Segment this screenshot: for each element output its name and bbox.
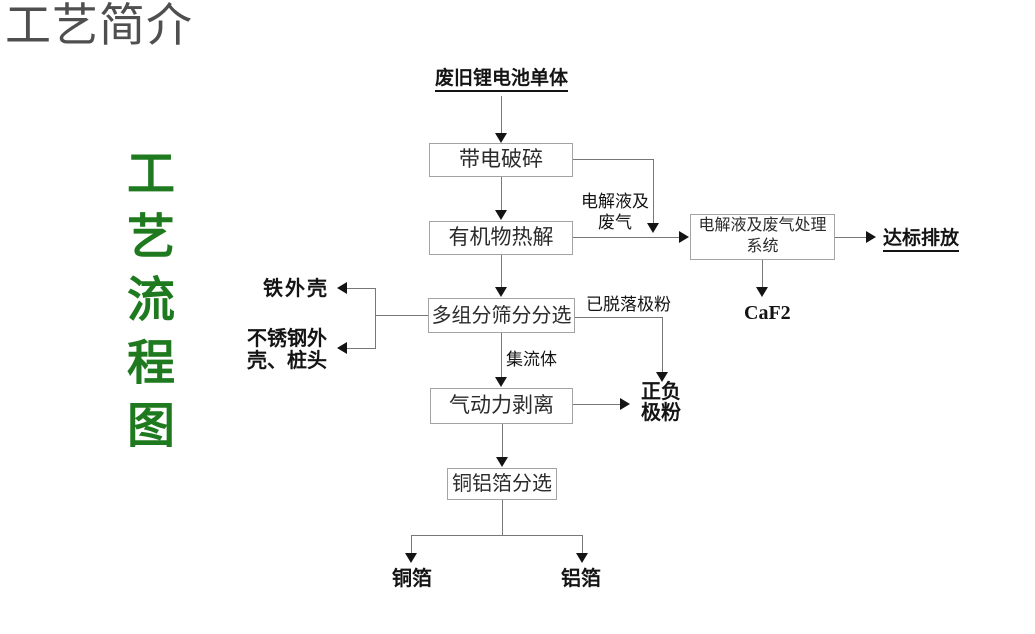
edge-to-copper-foil-line [411,535,412,554]
edge-to-iron-shell-line [347,288,375,289]
edge-powder-down-line [662,317,663,373]
node-multi-component-screening: 多组分筛分分选 [428,298,575,333]
node-charged-crushing: 带电破碎 [429,143,573,177]
output-caf2: CaF2 [744,302,791,324]
split-horizontal-line [411,535,583,536]
edge-treatment-to-discharge-line [835,237,866,238]
output-stainless-shell: 不锈钢外壳、桩头 [247,328,327,372]
edge-crushing-right-line [573,159,654,160]
edge-treatment-to-caf2-arrow [756,287,768,297]
edge-crushing-to-pyrolysis-line [501,177,502,210]
node-pneumatic-stripping: 气动力剥离 [430,388,573,424]
edge-screening-to-stripping-line [501,333,502,377]
edge-foilsorting-down-line [502,500,503,536]
edge-to-copper-foil-arrow [405,553,417,563]
edge-to-stainless-line [347,348,375,349]
edge-screening-left-line [375,315,428,316]
node-cu-al-foil-sorting: 铜铝箔分选 [447,468,557,500]
edge-stripping-right-arrow [620,398,630,410]
label-electrolyte-waste-gas: 电解液及废气 [581,192,649,233]
vertical-section-title: 工艺流程图 [119,148,172,463]
output-compliant-discharge-text: 达标排放 [883,228,960,252]
source-label-text: 废旧锂电池单体 [435,68,569,92]
edge-stripping-right-line [573,404,620,405]
edge-to-stainless-arrow [337,342,347,354]
left-bracket-line [375,288,376,349]
output-pn-powder: 正负极粉 [641,381,681,424]
edge-screening-to-stripping-arrow [495,377,507,387]
node-organic-pyrolysis: 有机物热解 [429,221,573,255]
edge-crushing-right-down-arrow [647,223,659,233]
label-detached-powder: 已脱落极粉 [586,295,671,314]
output-iron-shell: 铁外壳 [263,278,329,300]
output-compliant-discharge: 达标排放 [883,227,960,252]
edge-to-iron-shell-arrow [337,282,347,294]
edge-pyrolysis-to-screening-line [501,255,502,287]
edge-to-aluminum-foil-arrow [576,553,588,563]
edge-stripping-to-foilsorting-line [502,424,503,458]
edge-to-aluminum-foil-line [582,535,583,554]
edge-pyrolysis-to-treatment-line [573,237,679,238]
edge-crushing-to-pyrolysis-arrow [495,210,507,220]
output-aluminum-foil: 铝箔 [561,568,601,590]
output-copper-foil: 铜箔 [392,568,432,590]
edge-source-to-crushing-arrow [495,133,507,143]
page-title: 工艺简介 [5,0,193,51]
edge-crushing-right-down-line [653,159,654,223]
edge-source-to-crushing-line [501,96,502,134]
edge-stripping-to-foilsorting-arrow [496,457,508,467]
edge-pyrolysis-to-treatment-arrow [679,231,689,243]
node-electrolyte-gas-treatment: 电解液及废气处理系统 [690,214,835,260]
edge-screening-right-line [575,317,662,318]
edge-pyrolysis-to-screening-arrow [495,287,507,297]
edge-treatment-to-discharge-arrow [866,231,876,243]
edge-treatment-to-caf2-line [762,260,763,288]
source-label: 废旧锂电池单体 [435,67,569,92]
label-current-collector: 集流体 [506,350,557,369]
edge-powder-down-arrow [656,372,668,382]
